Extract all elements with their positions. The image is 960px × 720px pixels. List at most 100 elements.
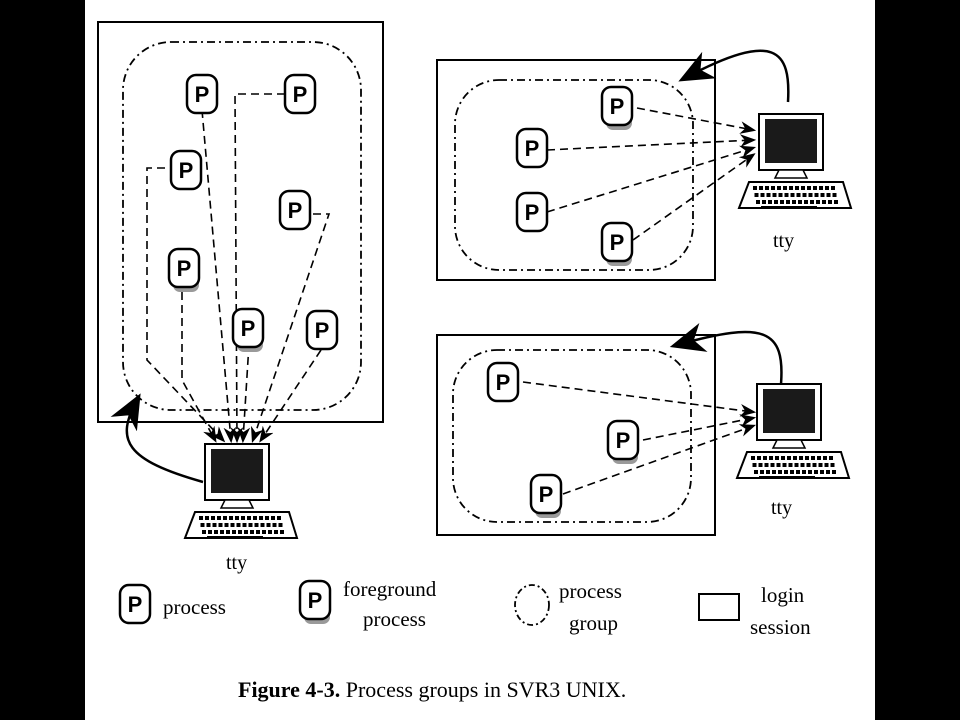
key xyxy=(772,193,777,197)
key xyxy=(826,193,831,197)
key xyxy=(824,463,829,467)
process-letter: P xyxy=(179,158,194,183)
process-letter: P xyxy=(288,198,303,223)
key xyxy=(808,470,812,474)
process-bottom-right-2: P xyxy=(606,419,640,464)
spacebar xyxy=(759,476,815,479)
key xyxy=(205,516,209,520)
monitor-stand xyxy=(771,439,807,449)
process-letter: P xyxy=(525,200,540,225)
key xyxy=(774,200,778,204)
key xyxy=(800,463,805,467)
legend-foreground-label-line2: process xyxy=(363,607,426,631)
key xyxy=(280,530,284,534)
process-group-bottom-right xyxy=(452,349,692,523)
legend-foreground-badge: P xyxy=(298,579,332,624)
key xyxy=(820,470,824,474)
page-number: 23 xyxy=(40,672,66,701)
key xyxy=(784,470,788,474)
process-letter: P xyxy=(128,592,143,617)
key xyxy=(759,186,763,190)
terminal-left xyxy=(183,443,299,539)
key xyxy=(814,193,819,197)
key xyxy=(776,463,781,467)
key xyxy=(795,186,799,190)
legend-foreground-icon: P xyxy=(298,579,332,624)
key xyxy=(760,470,764,474)
legend-process-group-icon xyxy=(514,584,550,626)
process-letter: P xyxy=(293,82,308,107)
key xyxy=(754,193,759,197)
bottom-right-links xyxy=(522,381,757,495)
process-letter: P xyxy=(525,136,540,161)
key xyxy=(834,200,838,204)
key xyxy=(248,523,253,527)
key xyxy=(831,186,835,190)
key xyxy=(238,530,242,534)
key xyxy=(804,200,808,204)
key xyxy=(826,470,830,474)
monitor-stand xyxy=(773,169,809,179)
process-badge xyxy=(167,247,201,289)
key xyxy=(780,200,784,204)
process-badge xyxy=(118,583,152,625)
key xyxy=(266,523,271,527)
key xyxy=(220,530,224,534)
key xyxy=(771,186,775,190)
process-badge xyxy=(169,149,203,191)
process-group-left xyxy=(122,41,362,411)
process-badge xyxy=(278,189,312,231)
key xyxy=(232,530,236,534)
key xyxy=(781,456,785,460)
process-left-5: P xyxy=(167,247,201,292)
login-session-bottom-right xyxy=(436,334,716,536)
key xyxy=(783,186,787,190)
key xyxy=(810,200,814,204)
key xyxy=(808,193,813,197)
key xyxy=(787,456,791,460)
key xyxy=(253,516,257,520)
key xyxy=(229,516,233,520)
key xyxy=(792,200,796,204)
key xyxy=(256,530,260,534)
process-badge xyxy=(305,309,339,351)
key xyxy=(788,463,793,467)
process-badge xyxy=(486,361,520,403)
process-letter: P xyxy=(616,428,631,453)
legend-login-session-icon xyxy=(698,593,740,621)
process-group-top-right xyxy=(454,79,694,271)
legend-process-label: process xyxy=(163,595,226,619)
top-right-control-arrow xyxy=(678,49,790,103)
monitor-stand xyxy=(219,499,255,509)
process-badge xyxy=(529,473,563,515)
key xyxy=(823,456,827,460)
key xyxy=(768,200,772,204)
process-letter: P xyxy=(241,316,256,341)
key xyxy=(825,186,829,190)
key xyxy=(753,186,757,190)
process-bottom-right-1: P xyxy=(486,361,520,403)
key xyxy=(829,456,833,460)
key xyxy=(807,186,811,190)
process-left-6: P xyxy=(231,307,265,352)
left-session-links xyxy=(146,93,331,444)
key xyxy=(254,523,259,527)
key xyxy=(818,463,823,467)
key xyxy=(208,530,212,534)
top-right-links xyxy=(546,107,757,241)
legend: P process P foreground process process g… xyxy=(118,577,811,639)
key xyxy=(226,530,230,534)
process-top-right-2: P xyxy=(515,127,549,169)
key xyxy=(832,193,837,197)
key xyxy=(828,200,832,204)
legend-foreground-label-line1: foreground xyxy=(343,577,437,601)
legend-session-label-line2: session xyxy=(750,615,811,639)
terminal-layer xyxy=(183,113,853,539)
process-badge xyxy=(283,73,317,115)
legend-session-label-line1: login xyxy=(761,583,805,607)
key xyxy=(805,456,809,460)
key xyxy=(832,470,836,474)
